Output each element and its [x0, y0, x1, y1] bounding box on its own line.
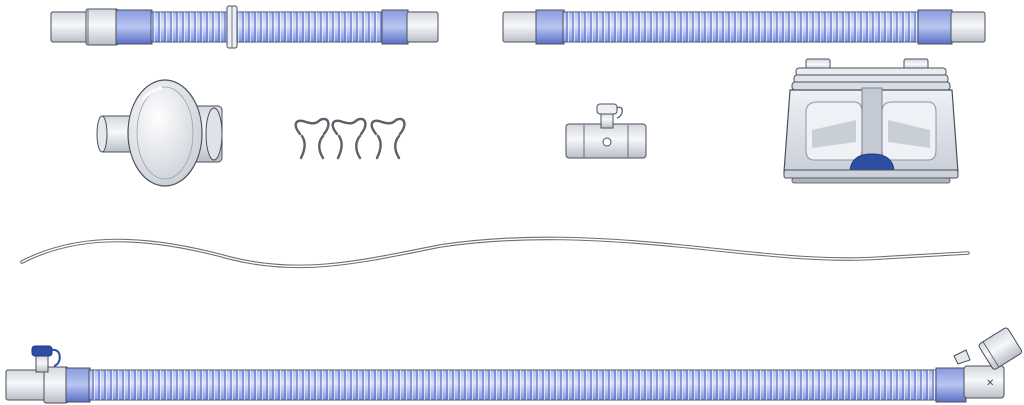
tube-clip — [226, 5, 238, 49]
wire-icon — [20, 236, 970, 269]
wire-clip-icon — [331, 117, 367, 160]
tube-cuff — [935, 367, 967, 403]
float-icon — [849, 153, 895, 171]
adapter-icon — [565, 103, 647, 159]
corrugated-tube-icon — [562, 11, 920, 43]
tube-end-connector — [50, 8, 119, 46]
humidifier-chamber — [783, 58, 959, 184]
tube-end-connector — [406, 11, 439, 43]
tube-cuff — [381, 9, 409, 45]
tube-cuff — [917, 9, 953, 45]
probe-port-cap — [31, 345, 61, 373]
tube-end-connector — [5, 369, 47, 401]
tube-cuff — [115, 9, 153, 45]
tube-cuff — [65, 367, 91, 403]
chamber-icon — [783, 58, 959, 184]
tube-end-connector — [950, 11, 986, 43]
tube-cuff — [535, 9, 565, 45]
feed-line — [20, 236, 970, 269]
wire-clip-icon — [370, 117, 406, 160]
wire-clip-icon — [294, 117, 330, 160]
tube-clips — [294, 117, 406, 160]
long-heated-breathing-tube: ✕ — [5, 327, 1023, 404]
port-screw-icon — [602, 137, 612, 147]
breathing-tube — [502, 9, 986, 45]
corrugated-tube-icon — [88, 369, 938, 401]
breathing-tube-with-clip — [50, 5, 439, 49]
tube-end-connector — [502, 11, 538, 43]
elbow-connector: ✕ — [953, 327, 1023, 399]
corrugated-tube-icon — [150, 11, 384, 43]
bacterial-filter — [96, 79, 223, 187]
filter-icon — [96, 79, 223, 187]
elbow-cross-mark: ✕ — [986, 378, 994, 389]
temperature-probe-port-adapter — [565, 103, 647, 159]
